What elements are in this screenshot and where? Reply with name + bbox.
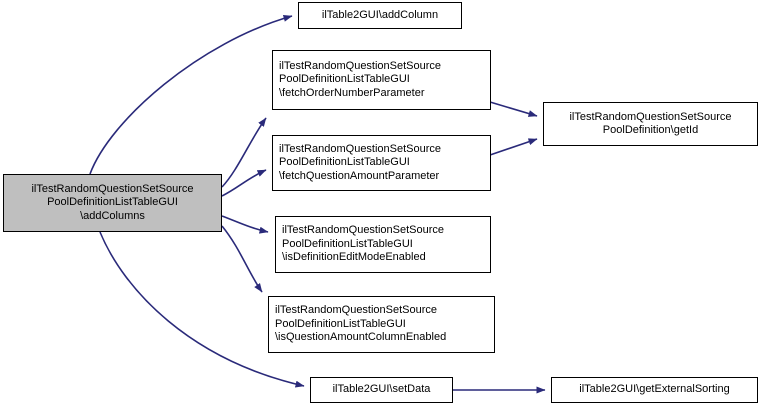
edge-root-to-add-column [89, 14, 293, 175]
node-set-data[interactable]: ilTable2GUI\setData [310, 377, 453, 403]
node-label: ilTestRandomQuestionSetSource PoolDefini… [279, 142, 442, 182]
node-label: ilTestRandomQuestionSetSource PoolDefini… [282, 224, 445, 264]
node-label: ilTestRandomQuestionSetSource PoolDefini… [279, 59, 442, 99]
edge-root-to-is-question-amount-column-enabled [221, 225, 263, 293]
node-label: ilTable2GUI\getExternalSorting [579, 383, 730, 396]
node-add-column[interactable]: ilTable2GUI\addColumn [298, 2, 462, 29]
node-add-columns[interactable]: ilTestRandomQuestionSetSource PoolDefini… [3, 174, 222, 232]
node-fetch-order-number-parameter[interactable]: ilTestRandomQuestionSetSource PoolDefini… [272, 50, 491, 110]
edge-root-to-fetch-question-amount-parameter [221, 169, 267, 197]
edge-fetch-order-number-parameter-to-get-id [489, 101, 538, 117]
node-label: ilTestRandomQuestionSetSource PoolDefini… [275, 304, 447, 344]
edge-root-to-fetch-order-number-parameter [221, 117, 267, 188]
edge-fetch-question-amount-parameter-to-get-id [489, 138, 538, 156]
edge-root-to-is-definition-edit-mode-enabled [221, 215, 269, 234]
node-get-external-sorting[interactable]: ilTable2GUI\getExternalSorting [551, 377, 758, 403]
node-label: ilTestRandomQuestionSetSource PoolDefini… [31, 182, 194, 222]
node-label: ilTable2GUI\addColumn [321, 8, 439, 21]
node-get-id[interactable]: ilTestRandomQuestionSetSource PoolDefini… [543, 102, 758, 146]
node-is-question-amount-column-enabled[interactable]: ilTestRandomQuestionSetSource PoolDefini… [268, 296, 495, 353]
node-label: ilTestRandomQuestionSetSource PoolDefini… [569, 110, 732, 137]
node-label: ilTable2GUI\setData [332, 383, 431, 396]
node-fetch-question-amount-parameter[interactable]: ilTestRandomQuestionSetSource PoolDefini… [272, 135, 491, 191]
node-is-definition-edit-mode-enabled[interactable]: ilTestRandomQuestionSetSource PoolDefini… [275, 216, 491, 273]
